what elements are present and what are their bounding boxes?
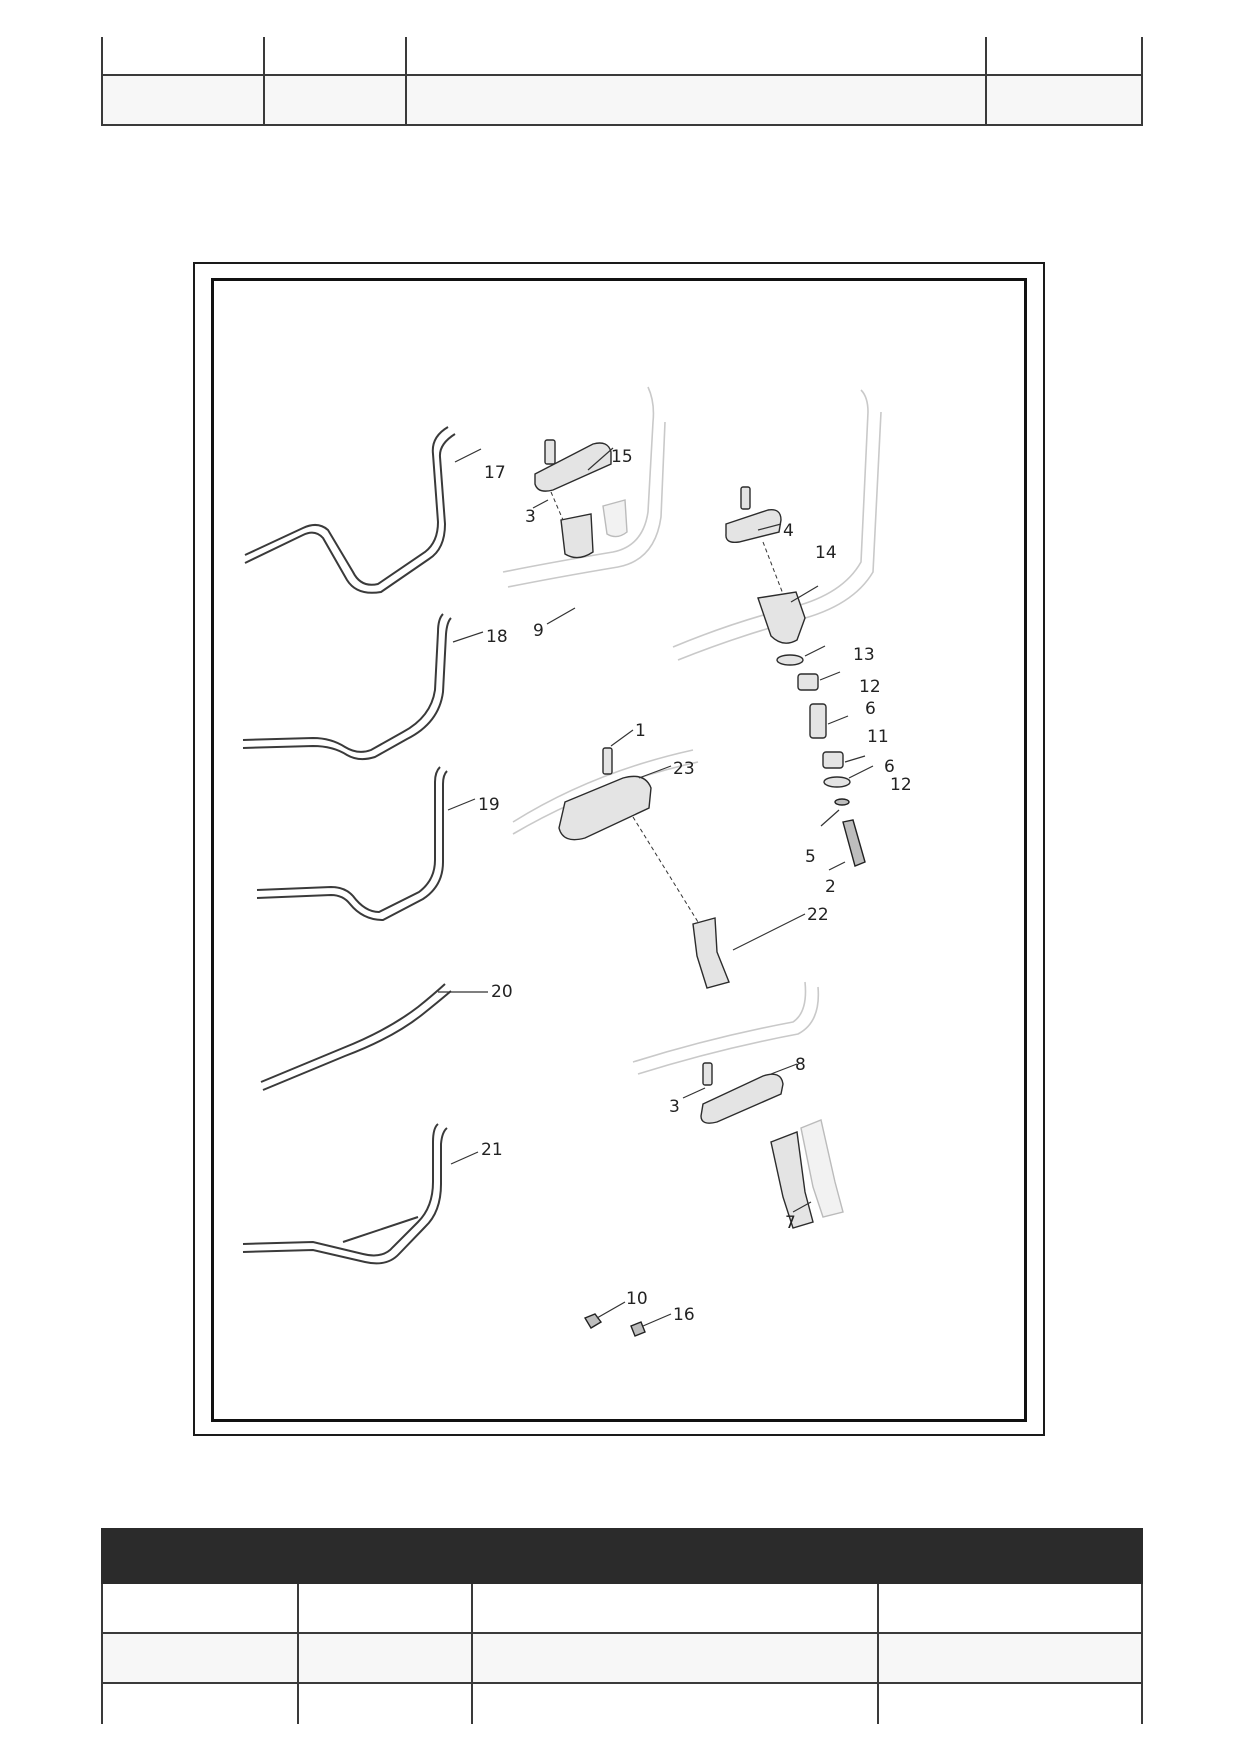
callout-8: 8 (795, 1055, 806, 1075)
callout-3: 3 (525, 507, 536, 527)
parts-diagram-frame (193, 262, 1045, 1436)
table-cell (877, 1632, 1143, 1684)
handlebar-17 (244, 426, 456, 594)
callout-4: 4 (783, 521, 794, 541)
clamp-14-assembly (725, 486, 866, 867)
callout-14: 14 (815, 543, 837, 563)
table-header-cell (101, 1528, 299, 1584)
table-row (101, 74, 1143, 126)
parts-table (101, 1528, 1143, 1724)
table-cell (877, 1682, 1143, 1724)
table-cell (263, 74, 407, 126)
callout-17: 17 (484, 463, 506, 483)
small-parts-10-16 (583, 1313, 646, 1337)
callout-19: 19 (478, 795, 500, 815)
callout-1: 1 (635, 721, 646, 741)
table-cell (101, 74, 265, 126)
callout-23: 23 (673, 759, 695, 779)
table-cell (263, 37, 407, 76)
callout-11: 11 (867, 727, 889, 747)
table-cell (471, 1582, 879, 1634)
handlebar-exploded-diagram: 17 18 19 20 21 15 3 9 4 14 13 12 6 11 6 … (242, 386, 912, 1337)
table-row (101, 37, 1143, 76)
callout-13: 13 (853, 645, 875, 665)
table-cell (471, 1632, 879, 1684)
callout-22: 22 (807, 905, 829, 925)
table-row (101, 1632, 1143, 1684)
clamp-8-assembly (700, 1062, 844, 1229)
table-header-row (101, 1528, 1143, 1584)
table-header-cell (471, 1528, 879, 1584)
table-cell (101, 1682, 299, 1724)
callout-labels: 17 18 19 20 21 15 3 9 4 14 13 12 6 11 6 … (478, 447, 912, 1325)
callout-15: 15 (611, 447, 633, 467)
clamp-23-assembly (558, 747, 730, 989)
table-cell (985, 74, 1143, 126)
callout-5: 5 (805, 847, 816, 867)
callout-20: 20 (491, 982, 513, 1002)
handlebar-20 (260, 983, 452, 1091)
table-cell (405, 74, 987, 126)
callout-16: 16 (673, 1305, 695, 1325)
table-row (101, 1682, 1143, 1724)
handlebar-18 (242, 613, 452, 761)
parts-table-top-fragment (101, 37, 1143, 126)
callout-3b: 3 (669, 1097, 680, 1117)
table-row (101, 1582, 1143, 1634)
parts-diagram-inner-border (211, 278, 1027, 1422)
callout-6: 6 (865, 699, 876, 719)
table-cell (101, 37, 265, 76)
callout-12: 12 (859, 677, 881, 697)
callout-7: 7 (785, 1213, 796, 1233)
table-cell (471, 1682, 879, 1724)
table-header-cell (877, 1528, 1143, 1584)
handlebar-21 (242, 1123, 448, 1265)
table-cell (101, 1582, 299, 1634)
callout-10: 10 (626, 1289, 648, 1309)
callout-2: 2 (825, 877, 836, 897)
table-cell (405, 37, 987, 76)
leader-lines (438, 447, 874, 1327)
handlebar-19 (256, 766, 448, 922)
callout-18: 18 (486, 627, 508, 647)
callout-12b: 12 (890, 775, 912, 795)
table-cell (877, 1582, 1143, 1634)
table-cell (297, 1682, 473, 1724)
table-cell (985, 37, 1143, 76)
clamp-15-assembly (534, 439, 628, 559)
callout-21: 21 (481, 1140, 503, 1160)
table-cell (101, 1632, 299, 1684)
table-cell (297, 1632, 473, 1684)
callout-6b: 6 (884, 757, 895, 777)
table-header-cell (297, 1528, 473, 1584)
callout-9: 9 (533, 621, 544, 641)
table-cell (297, 1582, 473, 1634)
